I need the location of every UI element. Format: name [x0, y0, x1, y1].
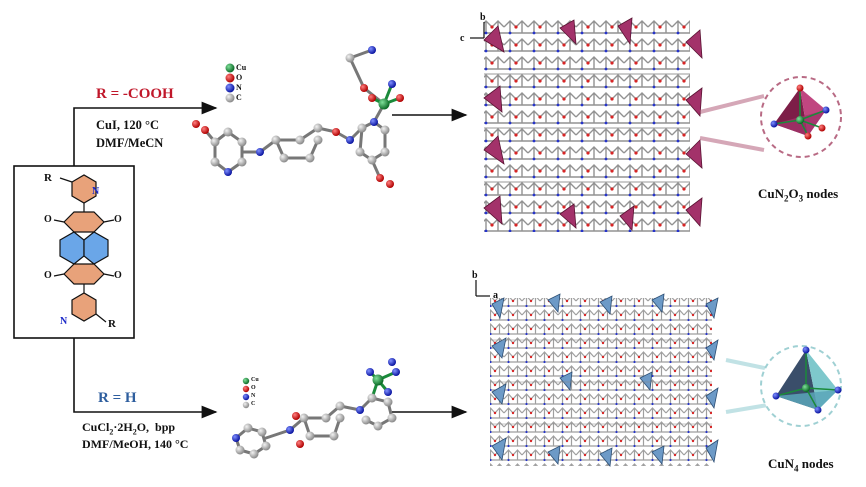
- bottom-axis-a: a: [493, 290, 498, 301]
- bottom-conditions-line2: DMF/MeOH, 140 °C: [82, 437, 189, 451]
- ligand-o-bottom-right: O: [114, 270, 122, 281]
- legend-n-dot: [242, 393, 250, 401]
- ligand-structure: [13, 165, 135, 339]
- top-conditions-line2: DMF/MeCN: [96, 136, 164, 150]
- top-branch-arrow: [73, 101, 218, 166]
- top-atom-legend: [225, 63, 235, 103]
- ligand-o-bottom-left: O: [44, 270, 52, 281]
- pyridine-top-ring: [71, 174, 97, 204]
- top-legend-o: O: [236, 73, 243, 82]
- bottom-legend-c: C: [251, 401, 256, 407]
- bottom-conditions-line1: CuCl2·2H2O, bpp: [82, 420, 176, 437]
- top-legend-c: C: [236, 93, 242, 102]
- bottom-legend-n: N: [251, 393, 256, 399]
- bottom-branch-arrow: [73, 338, 218, 419]
- cun4-nodes-label: CuN4 nodes: [768, 456, 834, 474]
- bottom-framework-packing: [475, 280, 842, 467]
- legend-o-dot: [242, 385, 250, 393]
- bottom-axis-b: b: [472, 270, 478, 281]
- ligand-r-top: R: [44, 172, 52, 184]
- ligand-r-bottom: R: [108, 318, 116, 330]
- top-coordination-molecule: [192, 46, 404, 188]
- top-conditions-line1: CuI, 120 °C: [96, 118, 159, 132]
- cun4-polyhedron: [772, 346, 842, 414]
- top-framework-packing: [470, 17, 842, 232]
- bottom-r-group: R = H: [98, 390, 137, 406]
- naphthalene-right-ring: [83, 231, 109, 265]
- top-r-group: R = -COOH: [96, 86, 174, 102]
- ligand-o-top-right: O: [114, 214, 122, 225]
- legend-cu-dot: [242, 377, 250, 385]
- top-legend-n: N: [236, 83, 242, 92]
- legend-c-dot: [225, 93, 235, 103]
- ligand-o-top-left: O: [44, 214, 52, 225]
- ligand-n-bottom: N: [60, 316, 68, 327]
- top-legend-cu: Cu: [236, 63, 247, 72]
- legend-c-dot: [242, 401, 250, 409]
- bottom-legend-o: O: [251, 385, 256, 391]
- legend-n-dot: [225, 83, 235, 93]
- bottom-coordination-molecule: [232, 358, 400, 459]
- top-axis-b: b: [480, 12, 486, 23]
- top-axis-c: c: [460, 33, 465, 44]
- cun2o3-polyhedron: [770, 84, 830, 140]
- legend-cu-dot: [225, 63, 235, 73]
- legend-o-dot: [225, 73, 235, 83]
- cun2o3-nodes-label: CuN2O3 nodes: [758, 186, 839, 204]
- bottom-legend-cu: Cu: [251, 377, 259, 383]
- ligand-n-top: N: [92, 186, 100, 197]
- reaction-arrows: [73, 101, 468, 419]
- bottom-atom-legend: [242, 377, 250, 409]
